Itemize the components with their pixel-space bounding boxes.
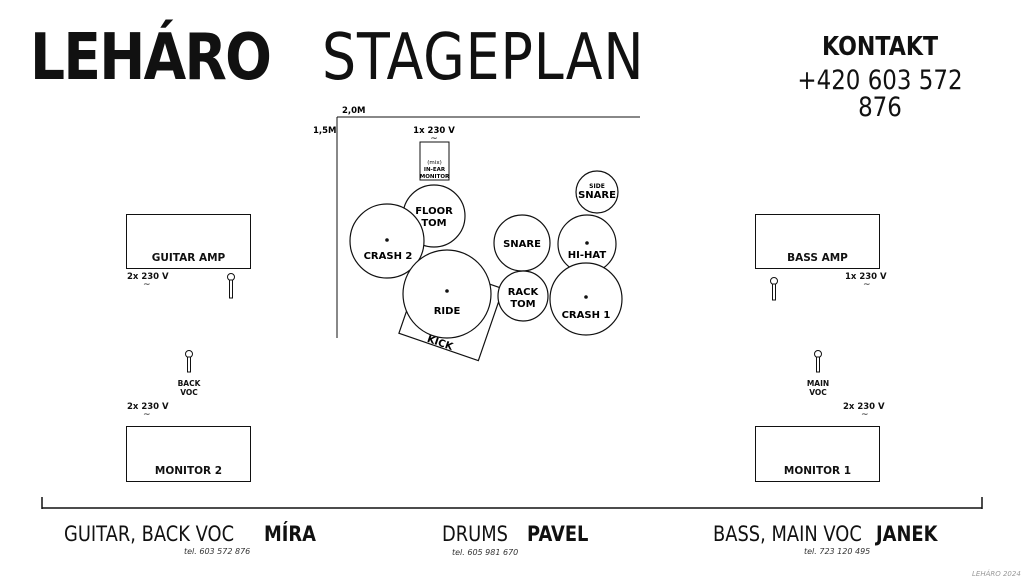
ride-center [445,289,449,293]
side-snare-label-2: SNARE [578,190,616,201]
left-musician-role: GUITAR, BACK VOC [64,522,235,546]
ride-cymbal [402,249,492,339]
monitor-1-label: MONITOR 1 [783,465,852,477]
bass-amp: BASS AMP [755,214,880,269]
side-snare-label-1: SIDE [589,183,605,190]
monitor-2: MONITOR 2 [126,426,251,482]
main-voc-label-2: VOC [809,388,827,397]
guitar-amp-power-symbol: ~ [143,280,151,290]
floor-tom-label-2: TOM [421,218,446,229]
crash-1-label: CRASH 1 [562,310,611,321]
bass-amp-mic-icon [770,277,778,301]
in-ear-prefix: (mix) [427,160,441,166]
center-musician-tel: tel. 605 981 670 [452,548,519,557]
in-ear-line1: IN-EAR [424,167,446,173]
main-voc-label-1: MAIN [806,379,830,388]
rack-tom-label-1: RACK [508,287,540,298]
right-musician-tel: tel. 723 120 495 [804,547,871,556]
contact-label: KONTAKT [821,32,939,62]
monitor-1: MONITOR 1 [755,426,880,482]
guitar-amp: GUITAR AMP [126,214,251,269]
center-musician-name: PAVEL [527,522,589,546]
guitar-amp-power: 2x 230 V [127,272,169,282]
riser-power-label: 1x 230 V [413,126,455,136]
bass-amp-power-symbol: ~ [863,280,871,290]
left-musician-name: MÍRA [264,522,316,546]
bass-amp-power: 1x 230 V [845,272,887,282]
in-ear-monitor-box [419,141,450,181]
snare-label: SNARE [503,239,541,250]
crash-1-center [584,295,588,299]
riser-width-label: 2,0M [342,106,366,116]
back-voc-mic-icon [185,350,193,373]
riser-power-symbol: ~ [430,134,438,144]
crash-1-cymbal [549,262,623,336]
rack-tom-label-2: TOM [510,299,535,310]
bass-amp-label: BASS AMP [787,252,848,264]
back-voc-label-1: BACK [177,379,201,388]
ride-label: RIDE [434,306,461,317]
contact-phone: +420 603 572 876 [797,65,963,123]
monitor-2-label: MONITOR 2 [154,465,223,477]
crash-2-center [385,238,389,242]
floor-tom-label-1: FLOOR [415,206,453,217]
brand-title: LEHÁRO [30,21,272,95]
riser-depth-label: 1,5M [313,126,337,136]
crash-2-label: CRASH 2 [364,251,413,262]
back-voc-label-2: VOC [180,388,198,397]
monitor-2-power: 2x 230 V [127,402,169,412]
monitor-2-power-symbol: ~ [143,410,151,420]
guitar-amp-label: GUITAR AMP [151,252,226,264]
rack-tom [497,270,549,322]
monitor-1-power-symbol: ~ [861,410,869,420]
monitor-1-power: 2x 230 V [843,402,885,412]
right-musician-name: JANEK [876,522,938,546]
left-musician-tel: tel. 603 572 876 [184,547,251,556]
copyright: LEHÁRO 2024 [972,570,1021,578]
main-voc-mic-icon [814,350,822,373]
side-snare [575,170,619,214]
hi-hat-label: HI-HAT [568,250,607,261]
in-ear-line2: MONITOR [420,174,450,180]
right-musician-role: BASS, MAIN VOC [713,522,862,546]
hi-hat-center [585,241,589,245]
page-title: STAGEPLAN [322,21,645,95]
guitar-amp-mic-icon [227,273,235,299]
center-musician-role: DRUMS [442,522,508,546]
